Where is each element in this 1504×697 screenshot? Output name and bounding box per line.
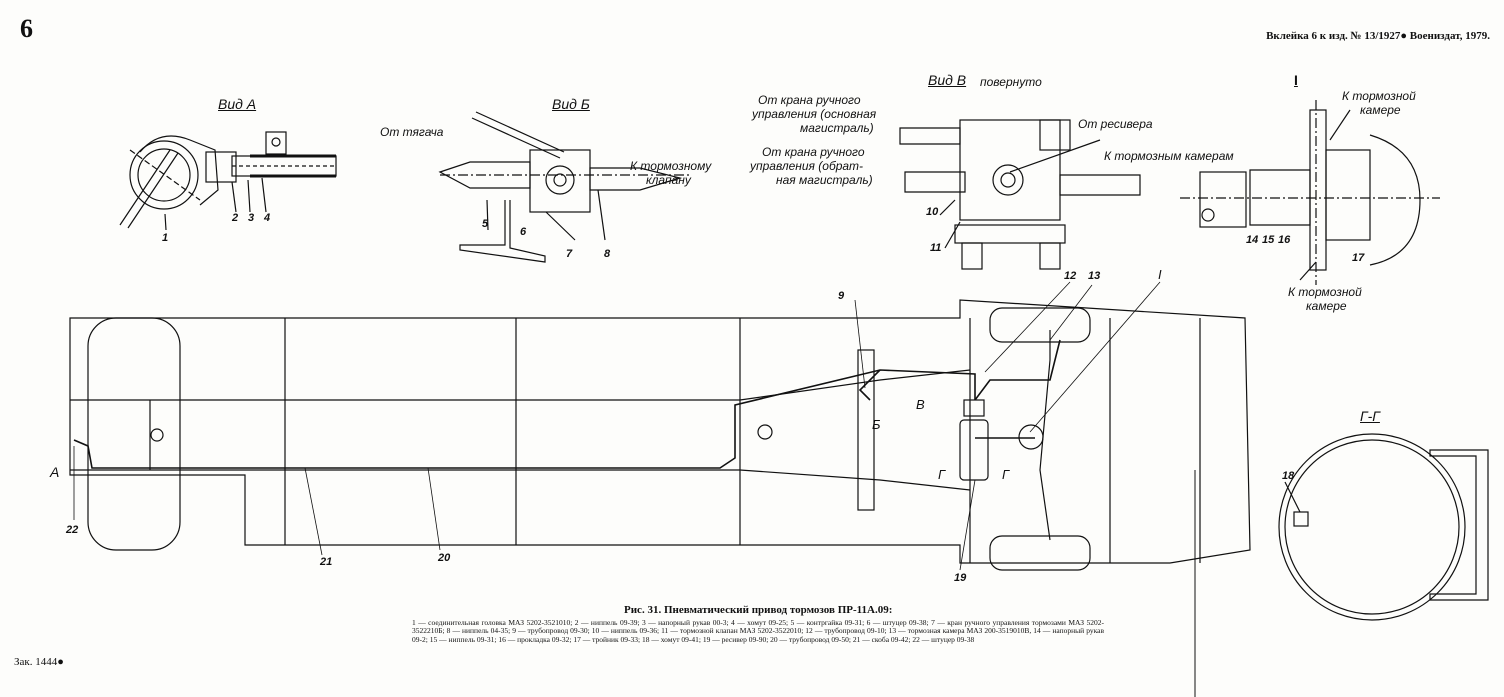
part-number-6: 6: [520, 226, 527, 238]
publisher-line: Вклейка 6 к изд. № 13/1927● Воениздат, 1…: [1266, 30, 1490, 42]
part-number-20: 20: [438, 552, 451, 564]
label-to-brake-valve-1: К тормозному: [630, 159, 712, 173]
part-number-19: 19: [954, 572, 967, 584]
label-from-receiver: От ресивера: [1078, 117, 1153, 131]
label-to-chamber-bot-1: К тормозной: [1288, 285, 1362, 299]
marker-i: I: [1158, 267, 1162, 282]
view-b-drawing: [438, 111, 690, 263]
label-to-chamber-top-1: К тормозной: [1342, 89, 1416, 103]
part-number-4: 4: [264, 212, 271, 224]
part-number-22: 22: [66, 524, 79, 536]
view-v-drawing: [899, 119, 1141, 270]
label-hand-main-3: магистраль): [800, 121, 874, 135]
part-number-17: 17: [1352, 252, 1365, 264]
air-pipeline: [73, 339, 1196, 697]
label-hand-back-2: управления (обрат-: [750, 159, 864, 173]
marker-g-right: Г: [1002, 467, 1010, 482]
detail-i-drawing: [1180, 100, 1440, 285]
part-number-3: 3: [248, 212, 255, 224]
part-number-15: 15: [1262, 234, 1275, 246]
view-v-note: повернуто: [980, 75, 1042, 89]
part-number-11: 11: [930, 242, 942, 254]
marker-g-left: Г: [938, 467, 946, 482]
part-number-21: 21: [320, 556, 333, 568]
part-number-2: 2: [232, 212, 239, 224]
part-number-12: 12: [1064, 270, 1077, 282]
view-b-title: Вид Б: [552, 96, 590, 112]
part-number-14: 14: [1246, 234, 1259, 246]
label-hand-main-1: От крана ручного: [758, 93, 861, 107]
figure-caption-text: 1 — соединительная головка МАЗ 5202-3521…: [412, 618, 1104, 644]
label-hand-back-3: ная магистраль): [776, 173, 873, 187]
label-to-chamber-bot-2: камере: [1306, 299, 1347, 313]
label-hand-main-2: управления (основная: [752, 107, 877, 121]
marker-a: А: [50, 464, 60, 480]
part-number-9: 9: [838, 290, 845, 302]
detail-i-title: I: [1294, 72, 1298, 88]
part-number-7: 7: [566, 248, 573, 260]
part-number-13: 13: [1088, 270, 1101, 282]
part-number-8: 8: [604, 248, 611, 260]
figure-caption-title: Рис. 31. Пневматический привод тормозов …: [624, 604, 893, 616]
label-hand-back-1: От крана ручного: [762, 145, 865, 159]
part-number-18: 18: [1282, 470, 1295, 482]
label-to-chamber-top-2: камере: [1360, 103, 1401, 117]
label-from-tractor: От тягача: [380, 125, 444, 139]
leader-lines: [73, 281, 1161, 571]
part-number-5: 5: [482, 218, 489, 230]
label-to-brake-valve-2: клапану: [646, 173, 691, 187]
section-gg-drawing: [1278, 433, 1489, 621]
view-v-title: Вид В: [928, 72, 967, 88]
part-number-16: 16: [1278, 234, 1291, 246]
section-gg-title: Г-Г: [1360, 408, 1380, 424]
part-number-10: 10: [926, 206, 939, 218]
trailer-frame: [69, 299, 1251, 571]
label-to-chambers: К тормозным камерам: [1104, 149, 1234, 163]
part-number-1: 1: [162, 232, 169, 244]
page-number: 6: [20, 14, 33, 43]
view-a-title: Вид А: [218, 96, 257, 112]
marker-b: Б: [872, 417, 881, 432]
order-number: Зак. 1444●: [14, 656, 64, 668]
marker-v: В: [916, 397, 925, 412]
view-a-drawing: [119, 131, 337, 231]
